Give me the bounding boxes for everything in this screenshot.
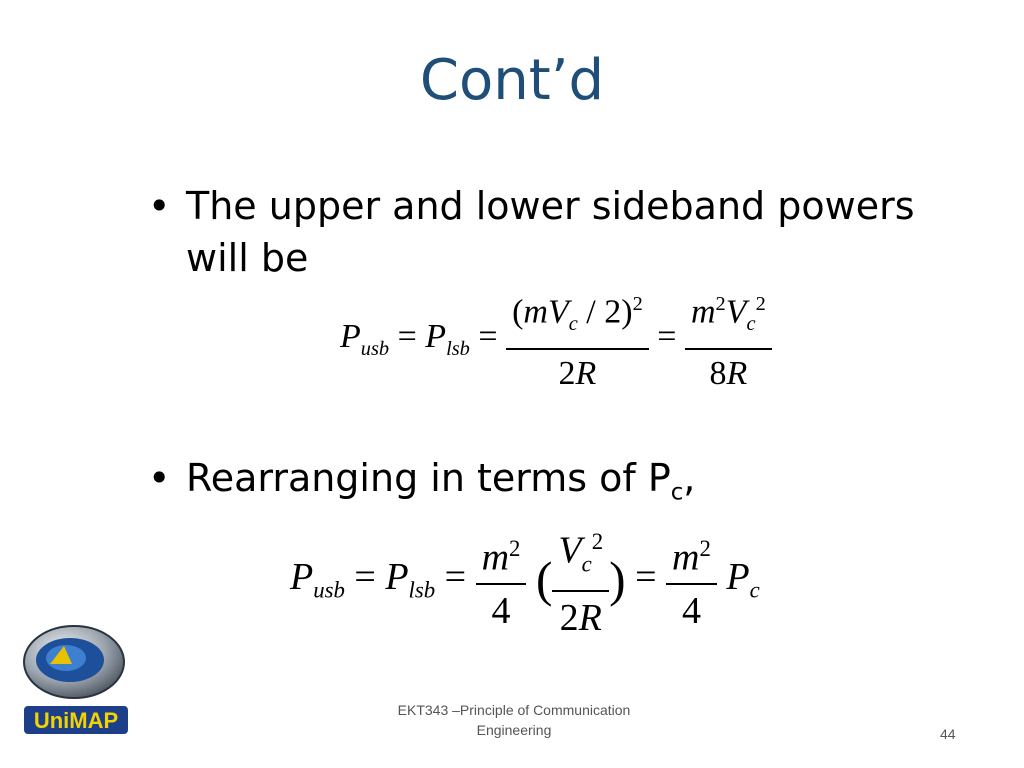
- bullet-1-text: The upper and lower sideband powers will…: [186, 184, 915, 280]
- logo-text: UniMAP: [34, 708, 118, 733]
- equation-1: Pusb = Plsb = (mVc / 2)2 2R = m2Vc2 8R: [340, 284, 772, 394]
- footer-line-2: Engineering: [476, 722, 552, 738]
- footer-line-1: EKT343 –Principle of Communication: [397, 702, 631, 718]
- bullet-marker: •: [148, 456, 171, 500]
- slide-title: Cont’d: [419, 48, 605, 113]
- bullet-2-text: Rearranging in terms of Pc,: [186, 456, 696, 506]
- bullet-marker: •: [148, 184, 171, 228]
- unimap-logo: UniMAP: [23, 625, 128, 734]
- equation-2: Pusb = Plsb = m2 4 ( Vc2 2R ) = m2 4 Pc: [290, 520, 760, 640]
- slide-footer: EKT343 –Principle of Communication Engin…: [374, 700, 654, 740]
- page-number: 44: [940, 726, 956, 742]
